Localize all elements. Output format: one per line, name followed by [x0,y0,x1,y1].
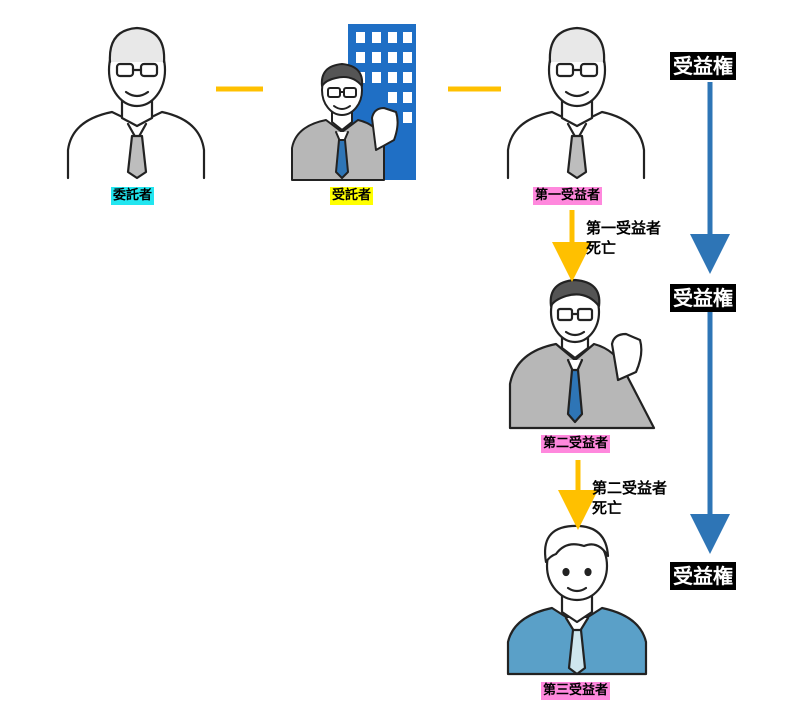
death2-note: 第二受益者 死亡 [592,478,667,518]
beneficiary1-label: 第一受益者 [533,187,603,205]
rights-badge-3: 受益権 [670,562,736,590]
death2-note-line2: 死亡 [592,499,623,517]
rights-badge-2: 受益権 [670,284,736,312]
death1-note: 第一受益者 死亡 [586,218,661,258]
trustee-figure [291,24,416,181]
beneficiary3-label: 第三受益者 [541,682,611,700]
beneficiary3-figure [506,524,648,676]
death1-note-line1: 第一受益者 [586,219,662,237]
beneficiary1-figure [506,26,646,180]
settlor-label: 委託者 [111,187,155,205]
death2-note-line1: 第二受益者 [592,479,668,497]
trustee-label: 受託者 [330,187,374,205]
beneficiary2-figure [508,278,656,430]
settlor-figure [66,26,206,180]
rights-badge-1: 受益権 [670,52,736,80]
beneficiary2-label: 第二受益者 [541,435,611,453]
death1-note-line2: 死亡 [586,239,617,257]
